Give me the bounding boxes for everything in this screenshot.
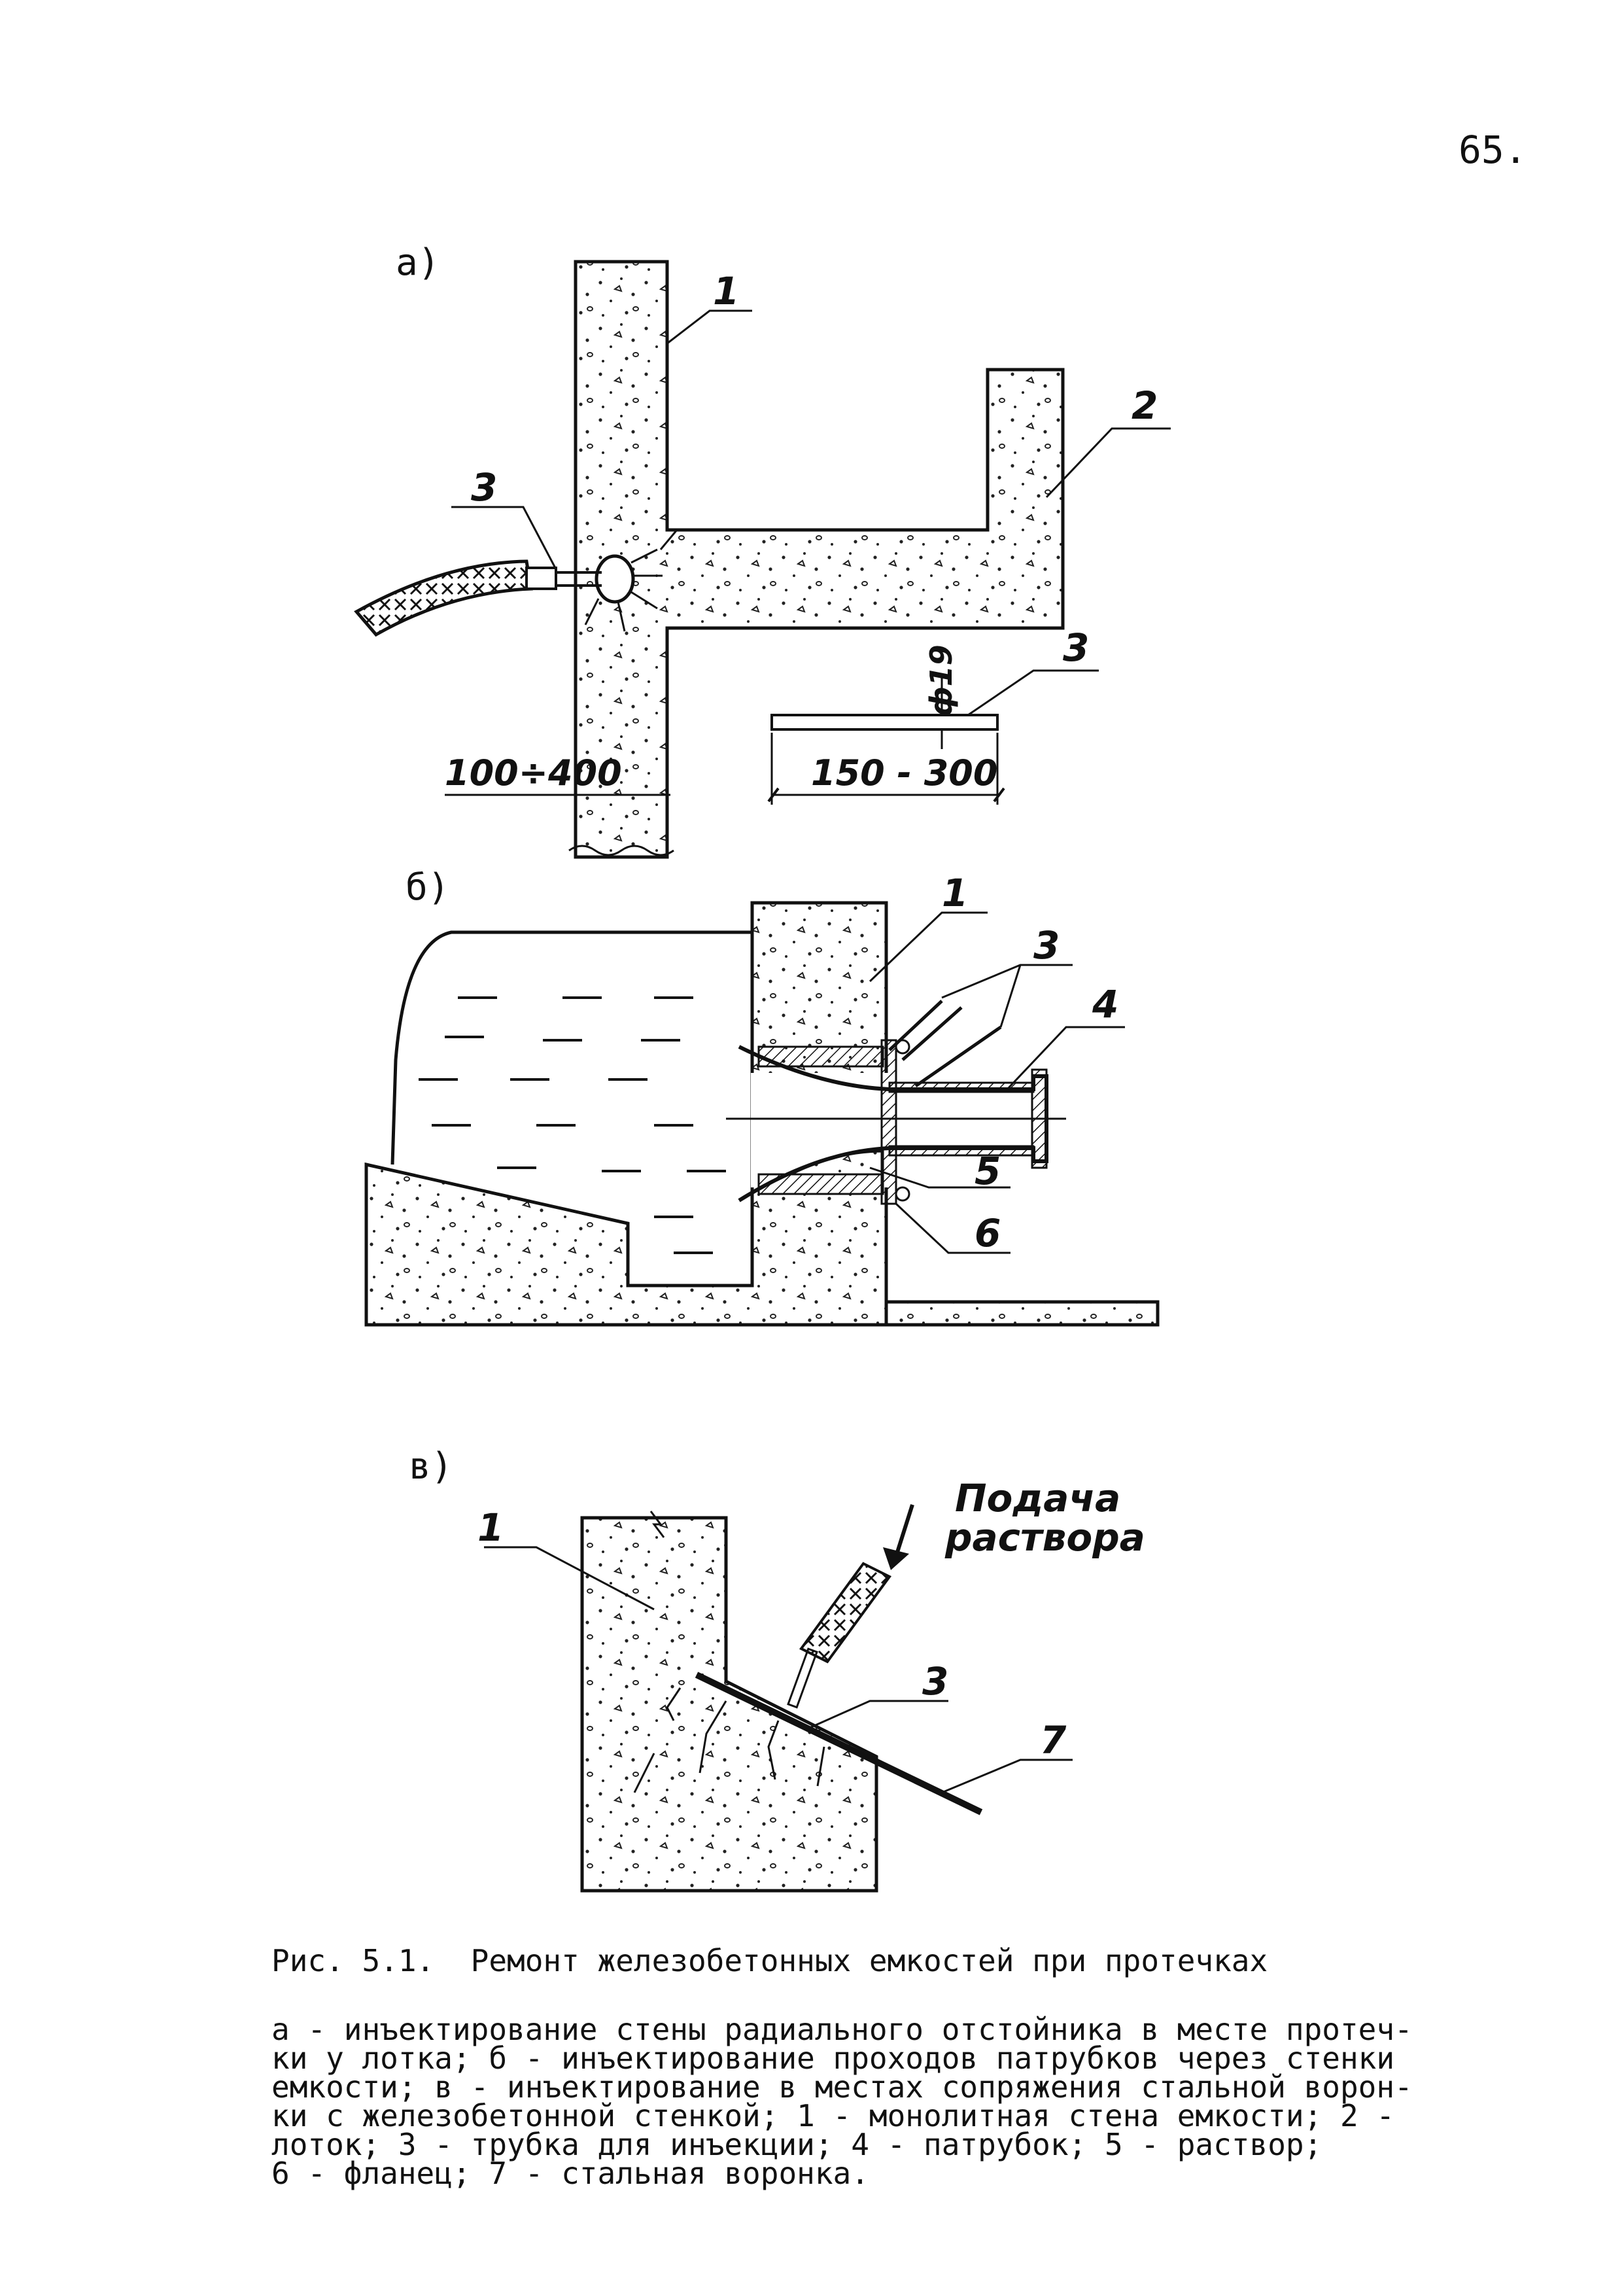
section-label-b: б) (406, 866, 449, 909)
label-b-6: 6 (975, 1211, 1001, 1255)
injection-hose-v (799, 1562, 892, 1664)
figure-caption-body: а - инъектирование стены радиального отс… (271, 2012, 1534, 2191)
label-b-5: 5 (975, 1149, 1001, 1193)
figure-b: б) 1 (364, 866, 1160, 1327)
tube-detail (770, 714, 999, 731)
figure-v: в) Подача раствора 1 3 7 (409, 1445, 1145, 1893)
dim-tube-length: 150 - 300 (811, 752, 997, 794)
label-a-1: 1 (713, 269, 739, 313)
label-v-7: 7 (1040, 1718, 1067, 1762)
injection-hose-a (354, 559, 533, 637)
caption-line: емкости; в - инъектирование в местах соп… (271, 2069, 1413, 2105)
label-b-4: 4 (1092, 982, 1118, 1026)
label-a-2: 2 (1132, 383, 1158, 428)
caption-line: 6 - фланец; 7 - стальная воронка. (271, 2156, 869, 2191)
label-a-3-detail: 3 (1063, 625, 1089, 670)
caption-line: ки у лотка; б - инъектирование проходов … (271, 2041, 1395, 2076)
label-v-3: 3 (922, 1659, 948, 1704)
wall-v (580, 1516, 878, 1893)
section-label-a: а) (396, 241, 440, 284)
note-line-1: Подача (955, 1476, 1120, 1520)
caption-line: ки с железобетонной стенкой; 1 - монолит… (271, 2098, 1395, 2133)
label-v-1: 1 (477, 1505, 504, 1550)
page-number: 65. (1459, 128, 1527, 172)
figure-5-1: а) 1 2 3 100÷400 150 - 300 ф19 3 (354, 241, 1171, 1893)
wall-and-tray-a (574, 260, 1065, 859)
caption-line: лоток; 3 - трубка для инъекции; 4 - патр… (271, 2127, 1322, 2162)
dim-wall-thickness: 100÷400 (445, 752, 622, 794)
dim-tube-diameter: ф19 (924, 644, 959, 716)
note-line-2: раствора (944, 1515, 1145, 1560)
figure-caption-title: Рис. 5.1. Ремонт железобетонных емкостей… (271, 1943, 1268, 1978)
label-b-1: 1 (942, 871, 968, 915)
steel-funnel-v (695, 1672, 983, 1815)
caption-line: а - инъектирование стены радиального отс… (271, 2012, 1413, 2047)
label-a-3: 3 (471, 465, 497, 510)
label-b-3: 3 (1033, 923, 1060, 968)
section-label-v: в) (409, 1445, 453, 1488)
figure-a: а) 1 2 3 100÷400 150 - 300 ф19 3 (354, 241, 1171, 859)
